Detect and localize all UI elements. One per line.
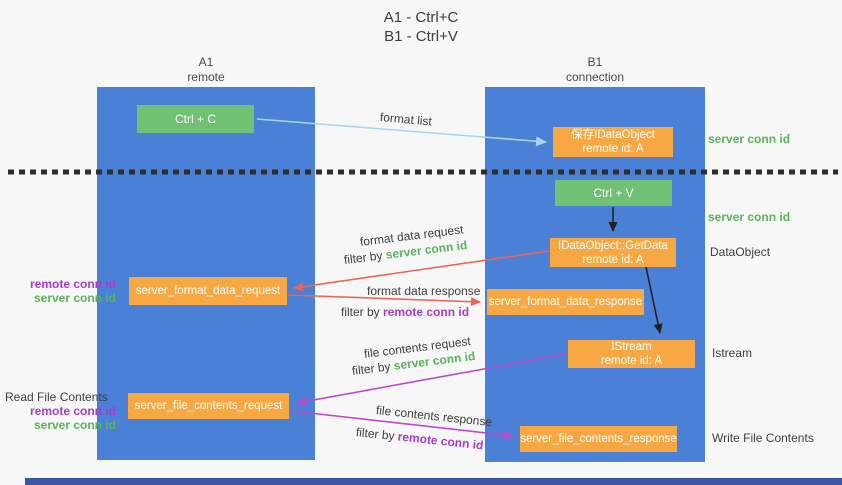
file-contents-response-label: file contents response — [375, 403, 493, 430]
istream-node: IStream remote id: A — [568, 340, 695, 368]
lifeline-a1-subtitle: remote — [187, 70, 225, 84]
save-idataobject-line2: remote id: A — [582, 143, 644, 155]
title-line-2: B1 - Ctrl+V — [384, 28, 458, 45]
filter-by-text: filter by — [341, 305, 380, 319]
server-format-data-request-label: server_format_data_request — [135, 285, 281, 297]
remote-conn-id-text: remote conn id — [397, 429, 485, 453]
format-list-label: format list — [379, 110, 433, 129]
filter-by-remote-conn-id-label-2: filter by remote conn id — [355, 425, 484, 452]
server-conn-id-text: server conn id — [33, 291, 116, 305]
ctrl-v-node: Ctrl + V — [555, 180, 672, 206]
remote-conn-id-text: remote conn id — [383, 305, 470, 319]
server-file-contents-request-label: server_file_contents_request — [134, 400, 283, 412]
lifeline-header-b1: B1 connection — [485, 55, 705, 85]
server-conn-id-annotation-1: server conn id — [708, 132, 791, 146]
server-file-contents-response-label: server_file_contents_response — [520, 433, 677, 445]
conn-id-pair-2: remote conn id server conn id — [10, 404, 116, 432]
server-format-data-response-label: server_format_data_response — [488, 296, 643, 308]
server-file-contents-request-node: server_file_contents_request — [128, 393, 289, 419]
conn-id-pair-1: remote conn id server conn id — [10, 277, 116, 305]
dataobject-annotation: DataObject — [710, 245, 771, 259]
server-format-data-request-node: server_format_data_request — [129, 277, 287, 305]
istream-annotation: Istream — [712, 346, 753, 360]
idataobject-getdata-line2: remote id: A — [582, 253, 644, 266]
remote-conn-id-text: remote conn id — [29, 277, 116, 291]
lifeline-b1-subtitle: connection — [565, 70, 625, 84]
filter-by-text: filter by — [355, 425, 396, 444]
filter-by-remote-conn-id-label-1: filter by remote conn id — [341, 305, 469, 319]
istream-line1: IStream — [611, 341, 652, 353]
filter-by-text: filter by — [351, 359, 392, 378]
read-file-contents-annotation: Read File Contents — [5, 390, 108, 404]
istream-line2: remote id: A — [600, 355, 663, 367]
ctrl-v-label: Ctrl + V — [593, 186, 634, 200]
server-file-contents-response-node: server_file_contents_response — [520, 426, 677, 452]
server-conn-id-text: server conn id — [33, 418, 116, 432]
remote-conn-id-text: remote conn id — [29, 404, 116, 418]
save-idataobject-line1: 保存IDataObject — [571, 129, 655, 141]
idataobject-getdata-node: IDataObject::GetData remote id: A — [550, 238, 676, 267]
lifeline-header-a1: A1 remote — [97, 55, 315, 85]
write-file-contents-annotation: Write File Contents — [712, 431, 814, 445]
title-line-1: A1 - Ctrl+C — [383, 9, 459, 26]
bottom-window-strip — [25, 478, 842, 485]
ctrl-c-label: Ctrl + C — [174, 112, 216, 126]
server-format-data-response-node: server_format_data_response — [487, 289, 644, 315]
format-data-response-label: format data response — [367, 284, 481, 298]
idataobject-getdata-line1: IDataObject::GetData — [558, 239, 668, 252]
server-conn-id-annotation-2: server conn id — [708, 210, 791, 224]
ctrl-c-node: Ctrl + C — [137, 105, 254, 133]
lifeline-b1-name: B1 — [587, 55, 603, 69]
filter-by-text: filter by — [343, 248, 384, 267]
diagram-title: A1 - Ctrl+C B1 - Ctrl+V — [0, 8, 842, 46]
save-idataobject-node: 保存IDataObject remote id: A — [553, 127, 673, 157]
lifeline-a1-name: A1 — [198, 55, 214, 69]
